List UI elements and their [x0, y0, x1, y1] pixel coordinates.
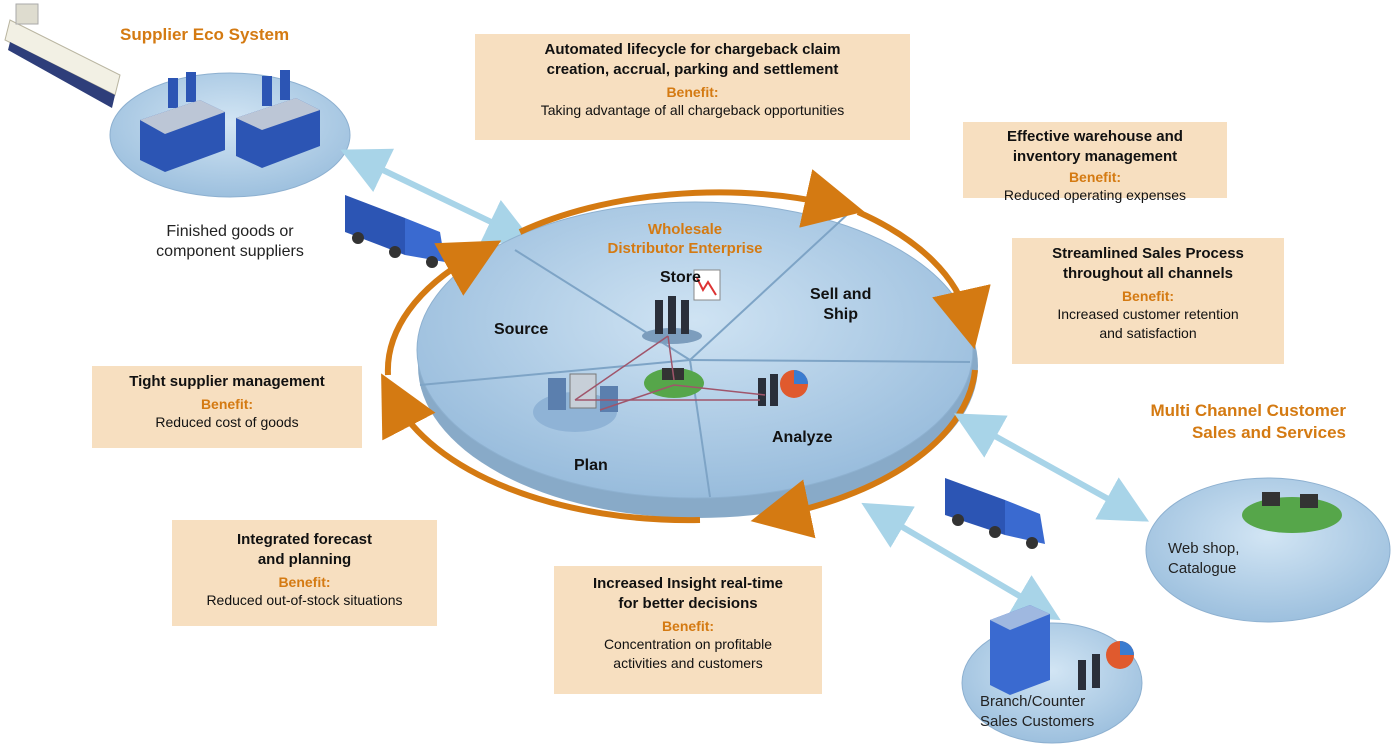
forecast-box: Integrated forecast and planning Benefit…: [172, 520, 437, 626]
truck-icon: [345, 195, 445, 268]
warehouse-benefit: Reduced operating expenses: [1003, 187, 1187, 203]
branch-link-arrow: [861, 502, 1061, 621]
forecast-title: Integrated forecast and planning: [236, 531, 373, 568]
webshop-caption: Web shop, Catalogue: [1168, 540, 1240, 577]
supplier-mgmt-box: Tight supplier management Benefit: Reduc…: [92, 366, 362, 448]
factory-icon: [140, 72, 225, 172]
office-desk-icon: [644, 368, 704, 398]
store-people-icon: [642, 269, 721, 344]
analyze-people-icon: [758, 370, 808, 406]
chargeback-box: Automated lifecycle for chargeback claim…: [475, 34, 910, 140]
insight-box: Increased Insight real-time for better d…: [554, 566, 822, 694]
factory-icon-2: [236, 70, 320, 168]
segment-analyze-label: Analyze: [772, 429, 833, 446]
chargeback-benefit-label: Benefit:: [666, 84, 719, 100]
supplier-caption: Finished goods or component suppliers: [156, 223, 304, 260]
warehouse-benefit-label: Benefit:: [1068, 169, 1122, 185]
sales-box: Streamlined Sales Process throughout all…: [1012, 238, 1284, 364]
cycle-ring: [381, 169, 991, 539]
chargeback-title: Automated lifecycle for chargeback claim…: [544, 41, 841, 78]
sales-title: Streamlined Sales Process throughout all…: [1052, 245, 1244, 282]
sales-benefit-label: Benefit:: [1121, 288, 1175, 304]
segment-store-label: Store: [660, 269, 701, 286]
supplier-mgmt-title: Tight supplier management: [129, 373, 325, 390]
chargeback-benefit: Taking advantage of all chargeback oppor…: [540, 102, 845, 118]
supplier-title: Supplier Eco System: [120, 25, 290, 44]
webshop-link-arrow: [954, 413, 1149, 522]
insight-benefit-label: Benefit:: [661, 618, 715, 634]
customer-truck-icon: [945, 478, 1045, 549]
branch-building-icon: [990, 605, 1050, 695]
connector-lines: [574, 335, 766, 411]
segment-source-label: Source: [494, 321, 549, 338]
ship-icon: [4, 3, 121, 108]
segment-sell-ship-label: Sell and Ship: [810, 286, 872, 323]
segment-plan-label: Plan: [574, 457, 608, 474]
enterprise-title: Wholesale Distributor Enterprise: [607, 221, 763, 257]
forecast-benefit: Reduced out-of-stock situations: [206, 592, 403, 608]
branch-people-icon: [1078, 641, 1134, 690]
supplier-mgmt-benefit: Reduced cost of goods: [155, 414, 299, 430]
insight-title: Increased Insight real-time for better d…: [592, 575, 784, 612]
customer-title: Multi Channel Customer Sales and Service…: [1150, 401, 1346, 442]
sales-benefit: Increased customer retention and satisfa…: [1057, 306, 1239, 341]
warehouse-box: Effective warehouse and inventory manage…: [963, 122, 1227, 203]
plan-servers-icon: [533, 373, 618, 432]
supplier-link-arrow: [340, 148, 534, 244]
webshop-desk-icon: [1242, 492, 1342, 533]
warehouse-title: Effective warehouse and inventory manage…: [1007, 128, 1183, 165]
branch-caption: Branch/Counter Sales Customers: [980, 693, 1095, 730]
forecast-benefit-label: Benefit:: [278, 574, 331, 590]
supplier-mgmt-benefit-label: Benefit:: [200, 396, 254, 412]
insight-benefit: Concentration on profitable activities a…: [603, 636, 773, 671]
